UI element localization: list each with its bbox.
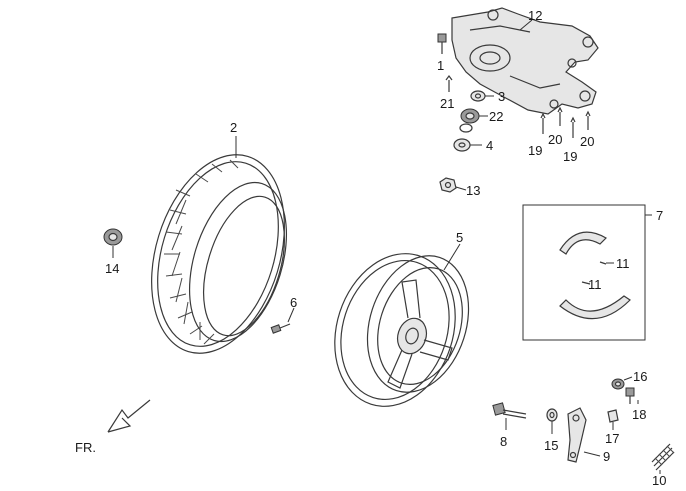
callout-8: 8 [500,434,507,449]
stud-part-21 [445,75,453,92]
callout-1: 1 [437,58,444,73]
front-direction-arrow [107,399,151,433]
callout-16: 16 [633,369,647,384]
nut-part-16 [611,378,625,390]
callout-11b: 11 [588,277,602,292]
nut-part-13 [439,177,457,193]
indicator-part-17 [607,409,619,423]
callout-19a: 19 [528,143,542,158]
callout-17: 17 [605,431,619,446]
stud-part-20-right [585,110,591,130]
stud-part-20-left [557,106,563,126]
callout-5: 5 [456,230,463,245]
callout-2: 2 [230,120,237,135]
callout-3: 3 [498,89,505,104]
valve-part-6 [270,323,291,334]
callout-10: 10 [652,473,666,488]
bearing-part-22 [459,108,480,133]
bushing-part-4 [453,138,471,152]
wheel-rim-part-5 [334,253,470,407]
callout-20b: 20 [580,134,594,149]
washer-part-15 [546,408,558,422]
front-label: FR. [75,440,96,455]
callout-22: 22 [489,109,503,124]
callout-15: 15 [544,438,558,453]
callout-14: 14 [105,261,119,276]
callout-6: 6 [290,295,297,310]
callout-18: 18 [632,407,646,422]
callout-12: 12 [528,8,542,23]
washer-part-3 [470,90,486,102]
bolt-part-1 [437,33,447,54]
tire-part-2 [151,154,288,354]
callout-19b: 19 [563,149,577,164]
brake-cam-part-8 [492,402,527,419]
callout-21: 21 [440,96,454,111]
callout-9: 9 [603,449,610,464]
stud-part-19-right [570,116,576,138]
callout-11a: 11 [616,256,630,271]
spring-part-10 [651,443,675,471]
callout-13: 13 [466,183,480,198]
brake-arm-part-9 [567,407,587,463]
bolt-part-18 [625,387,635,404]
callout-4: 4 [486,138,493,153]
stud-part-19-left [540,112,546,134]
callout-7: 7 [656,208,663,223]
callout-20a: 20 [548,132,562,147]
brake-shoe-box-part-7 [522,204,646,341]
axle-nut-part-14 [103,228,123,246]
